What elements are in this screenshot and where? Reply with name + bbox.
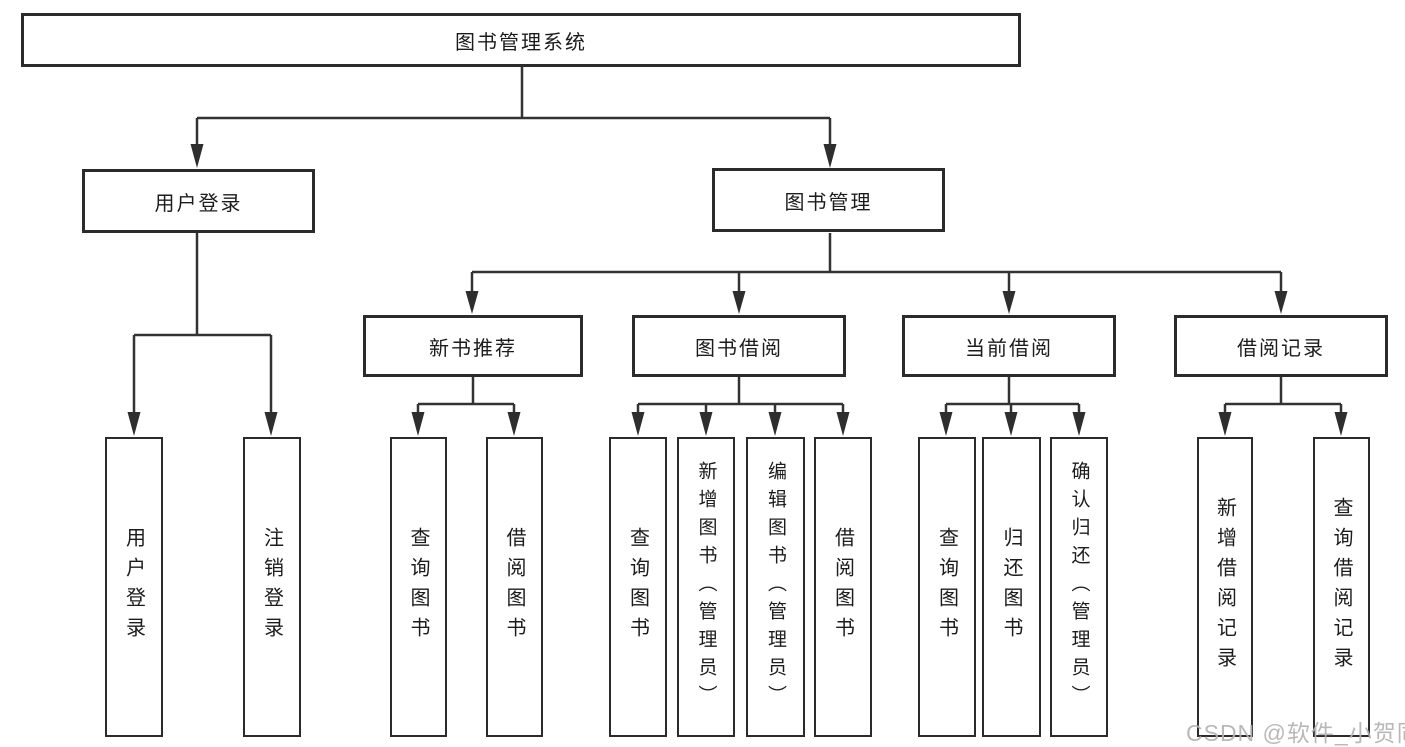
leaf-query-borrow-record: 查询借阅记录 <box>1313 437 1370 737</box>
connector-root <box>195 67 832 145</box>
leaf-add-borrow-record: 新增借阅记录 <box>1197 437 1253 737</box>
node-current-borrow: 当前借阅 <box>902 315 1116 377</box>
node-new-book-recommend: 新书推荐 <box>363 315 583 377</box>
leaf-confirm-return-admin: 确认归还（管理员） <box>1050 437 1108 737</box>
connector-borrow-records <box>1223 377 1343 413</box>
leaf-borrow-books-recommend: 借阅图书 <box>486 437 543 737</box>
connector-user-login <box>132 233 273 413</box>
leaf-borrow-books: 借阅图书 <box>814 437 872 737</box>
csdn-watermark: CSDN @软件_小贺同学 <box>1186 720 1405 746</box>
leaf-user-login: 用户登录 <box>105 437 163 737</box>
connector-new-book-recommend <box>416 377 516 413</box>
leaf-add-books-admin: 新增图书（管理员） <box>677 437 735 737</box>
leaf-query-books-recommend: 查询图书 <box>390 437 447 737</box>
leaf-logout: 注销登录 <box>243 437 301 737</box>
node-book-management: 图书管理 <box>712 168 945 232</box>
leaf-query-books-current: 查询图书 <box>918 437 976 737</box>
node-book-borrow: 图书借阅 <box>632 315 846 377</box>
leaf-return-books: 归还图书 <box>982 437 1041 737</box>
node-root-library-system: 图书管理系统 <box>21 13 1021 67</box>
connector-current-borrow <box>944 377 1081 413</box>
node-user-login: 用户登录 <box>82 169 315 233</box>
connector-book-borrow <box>636 377 845 413</box>
leaf-edit-books-admin: 编辑图书（管理员） <box>746 437 805 737</box>
leaf-query-books-borrow: 查询图书 <box>609 437 667 737</box>
connector-book-management <box>470 233 1283 292</box>
node-borrow-records: 借阅记录 <box>1174 315 1388 377</box>
